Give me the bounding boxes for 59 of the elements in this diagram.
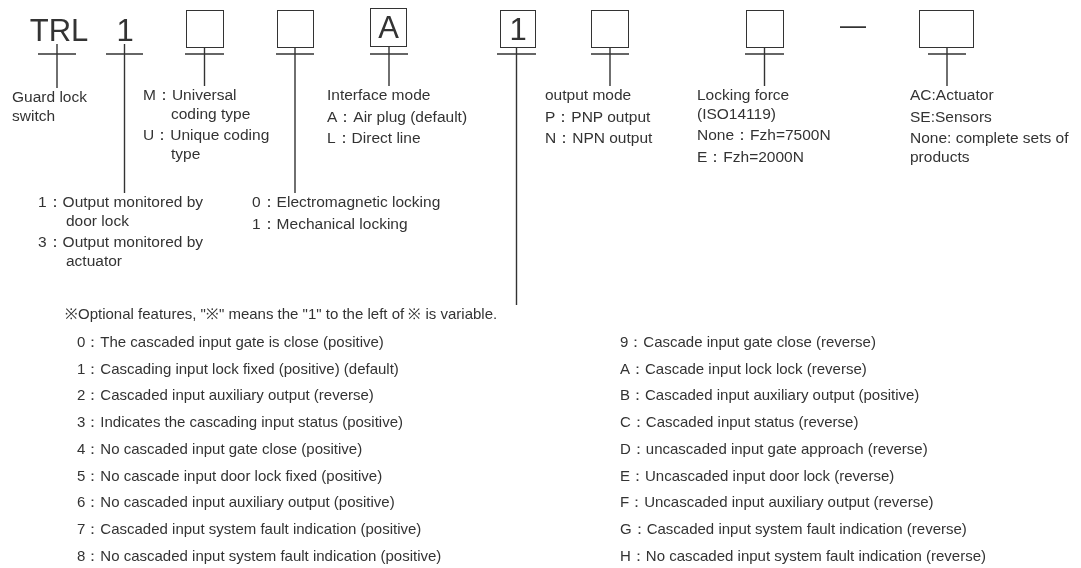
description-text: M：Universal coding type — [143, 86, 252, 124]
option-text: B：Cascaded input auxiliary output (positive) — [620, 386, 920, 405]
option-text: C：Cascaded input status (reverse) — [620, 413, 859, 432]
description-text: None: complete sets of products — [910, 129, 1070, 167]
leader-line — [763, 47, 766, 87]
option-text: H：No cascaded input system fault indication (reverse) — [620, 546, 986, 565]
code-placeholder-box — [277, 10, 314, 48]
description-text: 1：Output monitored by door lock — [38, 193, 205, 231]
leader-line — [946, 47, 948, 87]
code-letter: 1 — [509, 13, 527, 45]
description-text: AC:Actuator — [910, 86, 995, 105]
description-text: Guard lock switch — [12, 88, 88, 126]
description-text: None：Fzh=7500N — [697, 126, 832, 145]
description-text: 1：Mechanical locking — [252, 214, 409, 234]
description-text: P：PNP output — [545, 107, 652, 127]
description-text: A：Air plug (default) — [327, 107, 469, 127]
leader-line — [56, 43, 58, 89]
code-letter: A — [378, 12, 399, 43]
code-letter-box — [370, 8, 407, 47]
description-text: N：NPN output — [545, 129, 654, 148]
description-text: U：Unique coding type — [143, 126, 271, 164]
option-text: 0：The cascaded input gate is close (positive) — [77, 333, 384, 351]
code-letter: TRL — [29, 14, 89, 46]
description-text: SE:Sensors — [910, 107, 993, 127]
option-text: E：Uncascaded input door lock (reverse) — [620, 466, 895, 485]
option-text: 9：Cascade input gate close (reverse) — [620, 333, 876, 351]
description-text: 3：Output monitored by actuator — [38, 233, 205, 271]
option-text: 3：Indicates the cascading input status (positive) — [77, 413, 403, 432]
leader-line — [203, 47, 206, 87]
leader-line — [388, 46, 390, 87]
description-text: E：Fzh=2000N — [697, 147, 805, 167]
option-text: A：Cascade input lock lock (reverse) — [620, 359, 867, 378]
code-placeholder-box — [186, 10, 224, 48]
leader-line — [123, 43, 126, 194]
description-text: L：Direct line — [327, 129, 422, 148]
description-text: Locking force (ISO14119) — [697, 86, 791, 124]
description-text: Interface mode — [327, 86, 432, 105]
dash-separator: — — [840, 10, 866, 41]
code-letter: 1 — [116, 14, 134, 46]
option-text: 8：No cascaded input system fault indication (positive) — [77, 546, 442, 565]
option-text: 4：No cascaded input gate close (positive) — [77, 439, 363, 458]
code-placeholder-box — [746, 10, 784, 48]
option-text: 1：Cascading input lock fixed (positive) (default) — [77, 359, 399, 378]
option-text: D：uncascaded input gate approach (reverse) — [620, 439, 928, 458]
option-text: 2：Cascaded input auxiliary output (reverse) — [77, 386, 374, 405]
option-text: G：Cascaded input system fault indication (reverse) — [620, 519, 967, 538]
option-text: 6：No cascaded input auxiliary output (positive) — [77, 493, 395, 512]
leader-line — [609, 47, 611, 87]
leader-line — [294, 47, 296, 194]
code-placeholder-box — [919, 10, 974, 48]
code-placeholder-box — [591, 10, 629, 48]
code-letter-box — [500, 10, 536, 48]
option-text: F：Uncascaded input auxiliary output (reverse) — [620, 493, 934, 512]
leader-line — [515, 47, 518, 306]
option-text: 7：Cascaded input system fault indication (positive) — [77, 519, 422, 538]
description-text: 0：Electromagnetic locking — [252, 193, 442, 212]
option-text: 5：No cascade input door lock fixed (positive) — [77, 466, 383, 485]
description-text: output mode — [545, 86, 633, 105]
note-text: ※Optional features, "※" means the "1" to the left of ※ is variable. — [65, 305, 498, 323]
